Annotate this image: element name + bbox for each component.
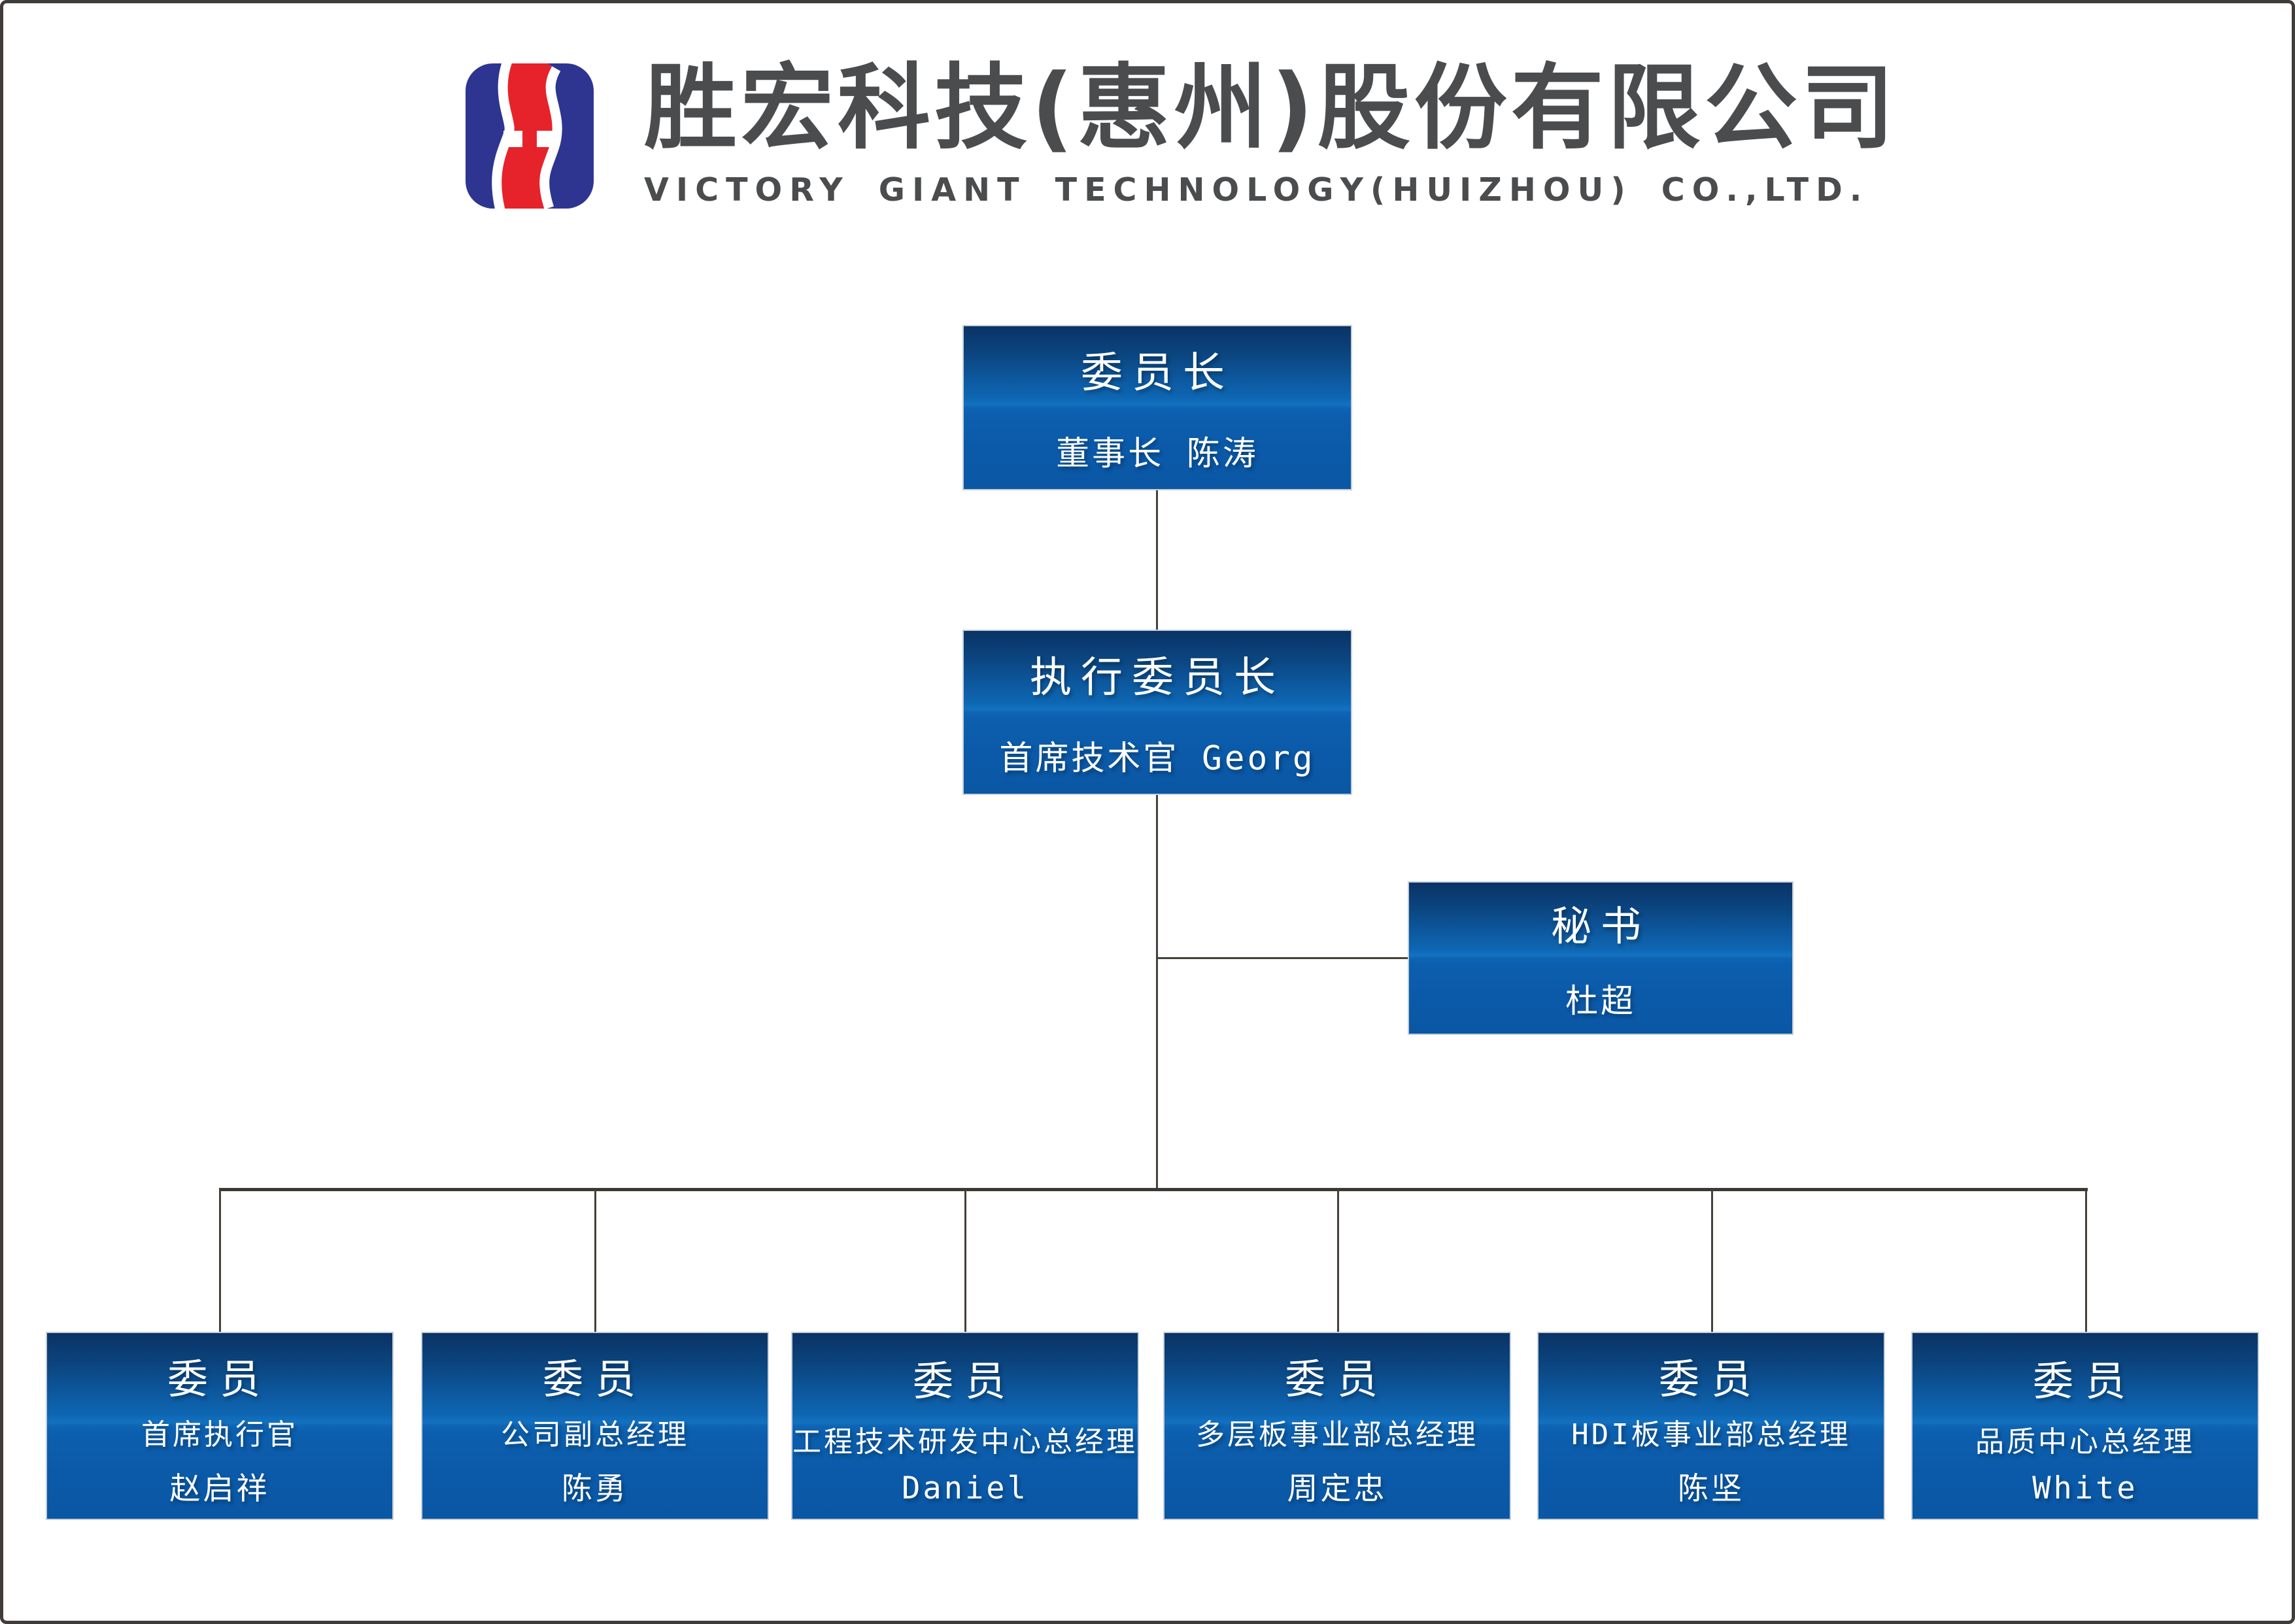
- company-name-zh: 胜宏科技(惠州)股份有限公司: [644, 54, 1898, 162]
- node-person: 周定忠: [1287, 1471, 1387, 1507]
- node-person: 董事长 陈涛: [1056, 435, 1259, 474]
- node-person: 赵启祥: [169, 1471, 270, 1507]
- node-person: 陈勇: [562, 1471, 628, 1507]
- node-title: 委员: [912, 1357, 1017, 1406]
- connector-drop-member3: [964, 1190, 966, 1332]
- node-title: 委员长: [1081, 348, 1234, 398]
- connector-branch-secretary: [1158, 957, 1408, 959]
- node-role: 首席执行官: [141, 1418, 298, 1451]
- logo-joint-slot-right: [537, 131, 557, 147]
- connector-drop-member4: [1337, 1190, 1339, 1332]
- org-node-chairman: 委员长 董事长 陈涛: [962, 325, 1352, 490]
- node-role: 公司副总经理: [501, 1418, 689, 1451]
- node-person: White: [2032, 1470, 2138, 1506]
- connector-drop-member5: [1711, 1190, 1713, 1332]
- org-node-member-quality-gm: 委员 品质中心总经理 White: [1911, 1332, 2259, 1520]
- org-node-member-deputy-gm: 委员 公司副总经理 陈勇: [421, 1332, 769, 1520]
- connector-exec-trunk: [1156, 795, 1158, 1190]
- connector-chairman-to-exec: [1156, 490, 1158, 630]
- org-node-member-rnd-gm: 委员 工程技术研发中心总经理 Daniel: [791, 1332, 1139, 1520]
- node-title: 秘书: [1550, 902, 1650, 951]
- logo-joint-slot-left: [503, 131, 522, 147]
- logo-red-band: [502, 63, 552, 209]
- connector-members-rail: [219, 1188, 2088, 1191]
- node-person: Daniel: [902, 1470, 1028, 1506]
- org-node-member-ceo: 委员 首席执行官 赵启祥: [46, 1332, 394, 1520]
- connector-drop-member1: [219, 1190, 221, 1332]
- node-role: 多层板事业部总经理: [1196, 1418, 1478, 1451]
- node-role: 品质中心总经理: [1975, 1425, 2195, 1459]
- node-role: 工程技术研发中心总经理: [792, 1425, 1138, 1459]
- org-node-secretary: 秘书 杜超: [1408, 881, 1794, 1035]
- node-person: 首席技术官 Georg: [999, 739, 1316, 779]
- connector-drop-member2: [594, 1190, 596, 1332]
- connector-drop-member6: [2085, 1190, 2087, 1332]
- company-name-en: VICTORY GIANT TECHNOLOGY(HUIZHOU) CO.,LT…: [644, 171, 1869, 209]
- node-person: 陈坚: [1678, 1471, 1744, 1507]
- node-title: 执行委员长: [1030, 653, 1285, 702]
- node-title: 委员: [167, 1355, 272, 1403]
- company-logo-icon: [466, 63, 594, 209]
- node-person: 杜超: [1565, 981, 1636, 1020]
- org-node-member-hdi-gm: 委员 HDI板事业部总经理 陈坚: [1537, 1332, 1885, 1520]
- node-title: 委员: [542, 1355, 647, 1403]
- node-role: HDI板事业部总经理: [1571, 1418, 1851, 1451]
- node-title: 委员: [1658, 1355, 1763, 1403]
- org-node-member-multilayer-gm: 委员 多层板事业部总经理 周定忠: [1163, 1332, 1511, 1520]
- org-node-exec-chairman: 执行委员长 首席技术官 Georg: [962, 630, 1352, 795]
- node-title: 委员: [2032, 1357, 2137, 1406]
- node-title: 委员: [1284, 1355, 1389, 1403]
